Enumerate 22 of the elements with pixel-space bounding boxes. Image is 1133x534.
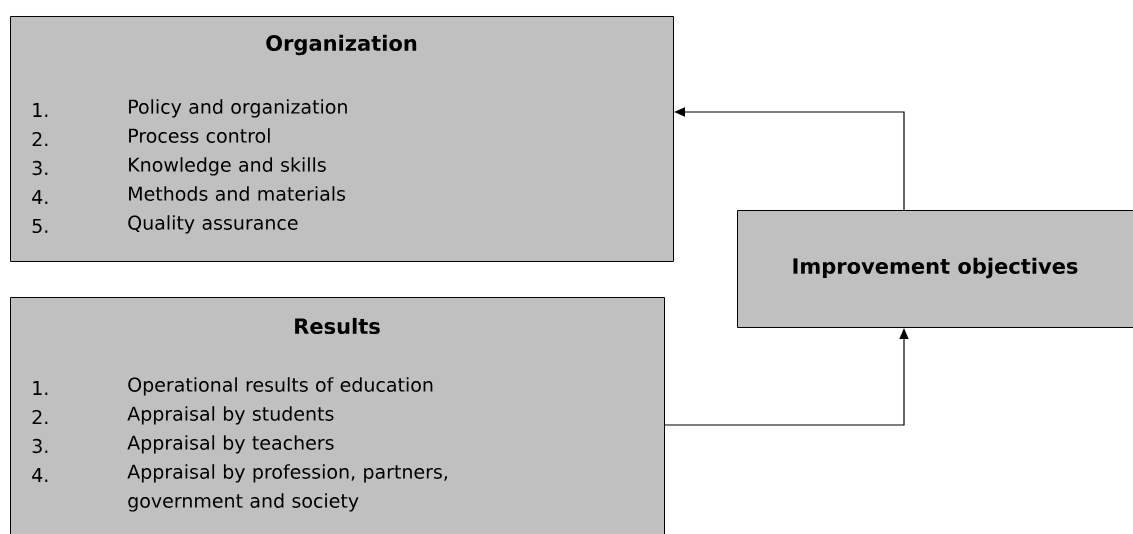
list-number: 5.	[32, 218, 48, 234]
list-item: Appraisal by profession, partners, government and society	[127, 464, 448, 512]
list-item: Policy and organization	[129, 99, 347, 118]
list-item: Appraisal by teachers	[127, 435, 334, 454]
list-item: Appraisal by students	[127, 406, 334, 425]
list-number: 2.	[32, 409, 48, 425]
list-number: 2.	[32, 131, 48, 147]
list-item: Quality assurance	[128, 215, 298, 234]
list-number: 1.	[33, 381, 48, 395]
list-item: Methods and materials	[129, 186, 346, 201]
list-number: 4.	[32, 468, 48, 482]
list-number: 3.	[32, 160, 48, 176]
list-item: Knowledge and skills	[129, 157, 326, 176]
heading: Results	[295, 317, 380, 335]
heading: Improvement objectives	[793, 257, 1078, 279]
list-item: Operational results of education	[128, 377, 433, 396]
list-number: 3.	[32, 438, 48, 454]
list-item: Process control	[129, 128, 270, 143]
list-number: 1.	[33, 103, 48, 117]
heading: Organization	[266, 34, 417, 56]
list-number: 4.	[32, 190, 48, 204]
arrow	[664, 328, 909, 426]
